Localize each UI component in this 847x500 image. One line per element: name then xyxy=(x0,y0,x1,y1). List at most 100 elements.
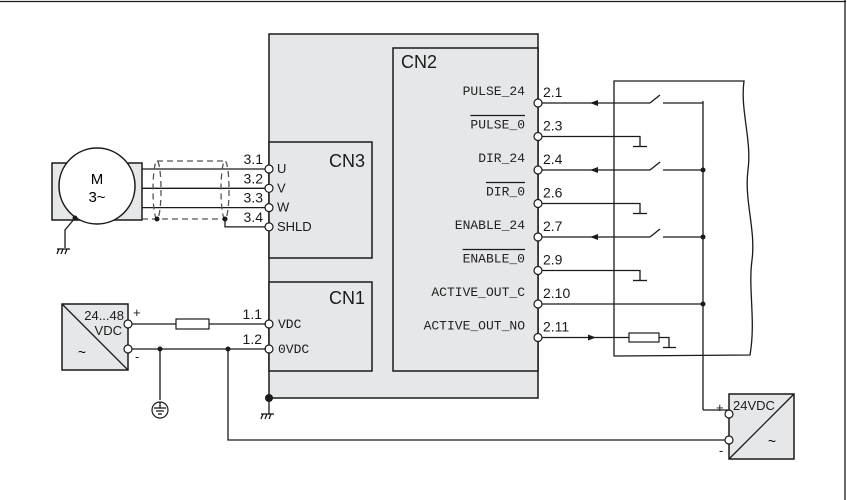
wire-segment xyxy=(264,413,268,420)
external-wire-active_out_c xyxy=(542,301,706,307)
supply-main-ac-icon: ~ xyxy=(78,344,86,360)
pin-terminal xyxy=(533,198,543,209)
wire-segment xyxy=(260,413,264,420)
supply-main-unit: VDC xyxy=(95,323,122,338)
external-wire-pulse_0 xyxy=(542,135,647,148)
external-wire-dir_24 xyxy=(542,161,706,173)
wire-segment xyxy=(56,248,60,255)
pin-signal-label: ENABLE_0 xyxy=(463,252,525,267)
pin-number: 3.1 xyxy=(244,151,264,167)
supply-24v-diagonal xyxy=(728,393,795,460)
bus-junction xyxy=(700,234,706,240)
external-wire-enable_0 xyxy=(542,269,647,282)
cn2-pin: ENABLE_24 2.7 xyxy=(455,218,563,242)
motor-phase-label: 3~ xyxy=(88,189,105,206)
pin-number: 3.2 xyxy=(244,170,264,186)
supply-main-voltage: 24...48 xyxy=(84,308,124,323)
pin-terminal xyxy=(533,165,543,175)
shield-junction-right xyxy=(222,216,228,222)
wire-segment xyxy=(542,202,641,214)
pin-number: 1.1 xyxy=(243,306,263,322)
pin-signal-label: DIR_24 xyxy=(478,151,525,166)
pin-signal-label: V xyxy=(277,180,286,195)
shield-ring-right xyxy=(220,160,230,220)
pin-signal-label: ENABLE_24 xyxy=(455,218,525,233)
cn3-pin: 3.1U xyxy=(142,151,286,176)
pin-number: 2.7 xyxy=(543,218,563,234)
pin-signal-label: VDC xyxy=(278,317,302,332)
wire-segment xyxy=(268,413,272,420)
pin-signal-label: W xyxy=(277,200,290,215)
pin-terminal xyxy=(533,265,543,276)
motor-symbol xyxy=(58,147,136,225)
pin-terminal xyxy=(264,344,274,354)
supply-24v-minus-terminal xyxy=(724,435,734,445)
pin-number: 2.9 xyxy=(543,252,563,268)
bus-junction xyxy=(700,167,706,173)
pin-terminal xyxy=(533,232,543,242)
supply-main-minus: - xyxy=(135,349,139,364)
pin-signal-label: PULSE_0 xyxy=(470,118,525,133)
cn2-pin: DIR_0 2.6 xyxy=(486,181,563,209)
pin-signal-label: 0VDC xyxy=(278,342,309,357)
cn2-title: CN2 xyxy=(401,52,437,72)
pin-terminal xyxy=(533,131,543,142)
pin-signal-label: DIR_0 xyxy=(486,185,525,200)
wire-segment xyxy=(542,135,641,147)
cn2-block xyxy=(392,47,539,372)
supply-main-diagonal xyxy=(61,303,129,371)
cn3-pin: 3.3W xyxy=(142,190,290,215)
supply-24v-label: 24VDC xyxy=(733,398,775,413)
pin-number: 2.1 xyxy=(543,84,563,100)
pin-signal-label: ACTIVE_OUT_NO xyxy=(424,319,526,334)
arrow-icon xyxy=(590,100,598,106)
aux-power-supply: 24VDC ~ + - xyxy=(703,393,795,460)
shield-ring-left xyxy=(152,160,162,220)
supply-24v-plus: + xyxy=(716,400,724,415)
pin-signal-label: PULSE_24 xyxy=(463,84,526,99)
pin-number: 2.3 xyxy=(543,118,563,134)
controller-outline xyxy=(613,80,754,357)
pin-number: 2.6 xyxy=(543,185,563,201)
external-wire-dir_0 xyxy=(542,202,647,215)
pin-terminal xyxy=(264,319,274,329)
cn3-block xyxy=(268,141,373,259)
pin-terminal xyxy=(533,332,543,343)
switch-icon xyxy=(649,228,661,238)
switch-icon xyxy=(649,161,661,171)
arrow-icon xyxy=(588,334,596,341)
external-wire-pulse_24 xyxy=(542,94,703,106)
pin-terminal xyxy=(264,222,274,232)
motor-label: M xyxy=(91,171,104,188)
motor-ground-icon xyxy=(56,248,70,255)
pin-terminal xyxy=(264,203,274,213)
pin-number: 3.4 xyxy=(244,209,264,225)
pin-number: 2.10 xyxy=(543,285,570,301)
supply-24v-minus: - xyxy=(719,443,723,458)
wire-segment xyxy=(64,248,68,255)
chassis-ground-icon xyxy=(260,413,274,420)
drive-unit: CN2 CN3 CN1 xyxy=(260,33,539,420)
pin-terminal xyxy=(533,98,543,108)
pin-terminal xyxy=(264,164,274,174)
supply-main-minus-terminal xyxy=(123,344,133,354)
return-to-24v-wire xyxy=(227,349,730,441)
motor-ground-wire xyxy=(64,217,76,248)
shield-wire xyxy=(224,219,265,228)
pin-terminal xyxy=(533,299,543,309)
pin-number: 3.3 xyxy=(244,190,264,206)
wire-segment xyxy=(60,248,64,255)
supply-24v-ac-icon: ~ xyxy=(768,433,776,449)
external-wire-active_out_no xyxy=(542,332,676,349)
pin-number: 1.2 xyxy=(243,331,263,347)
supply-24v-plus-terminal xyxy=(724,409,734,419)
main-power-supply: 24...48 VDC ~ + - xyxy=(61,303,730,441)
